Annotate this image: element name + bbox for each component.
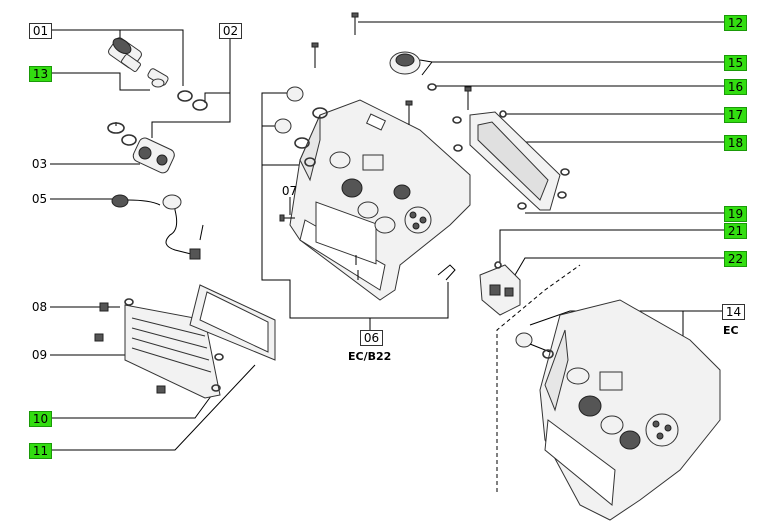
callout-19: 19 [724,206,747,222]
inset-control-panel [515,299,721,521]
callout-02: 02 [219,23,242,39]
callout-03: 03 [31,157,48,171]
callout-07: 07 [281,184,298,198]
grille-part-09 [94,298,224,399]
clip-part [437,264,456,281]
callout-12: 12 [724,15,747,31]
connector-part-01 [108,37,142,72]
callout-05: 05 [31,192,48,206]
leader-lines [50,21,724,492]
callout-15: 15 [724,55,747,71]
screws-top [311,12,472,280]
screw-part-07 [279,214,295,222]
callout-01: 01 [29,23,52,39]
washer-part-10 [211,384,221,392]
valve-block-part-03 [132,137,175,174]
callout-14: 14 [722,304,745,320]
callout-22: 22 [724,251,747,267]
caption-main-variant: EC/B22 [348,350,392,363]
knob-part-15 [389,51,421,75]
caption-inset-variant: EC [723,324,739,337]
glands-part-06 [274,86,328,167]
bracket-part-18 [452,111,570,211]
callout-17: 17 [724,107,747,123]
callout-06: 06 [360,330,383,346]
callout-16: 16 [724,79,747,95]
callout-18: 18 [724,135,747,151]
callout-09: 09 [31,348,48,362]
callout-21: 21 [724,223,747,239]
control-panel-part-06 [289,99,471,301]
pcb-part-22 [479,261,521,316]
washer-part-16 [427,83,437,91]
o-rings-part-02 [107,90,208,146]
screw-part-08 [99,302,120,312]
callout-10: 10 [29,411,52,427]
cable-part-05 [111,194,204,260]
screw-part-17 [499,110,507,118]
display-frame-part-11 [189,284,276,361]
nozzle-part-13 [147,68,169,88]
callout-13: 13 [29,66,52,82]
callout-08: 08 [31,300,48,314]
callout-11: 11 [29,443,52,459]
